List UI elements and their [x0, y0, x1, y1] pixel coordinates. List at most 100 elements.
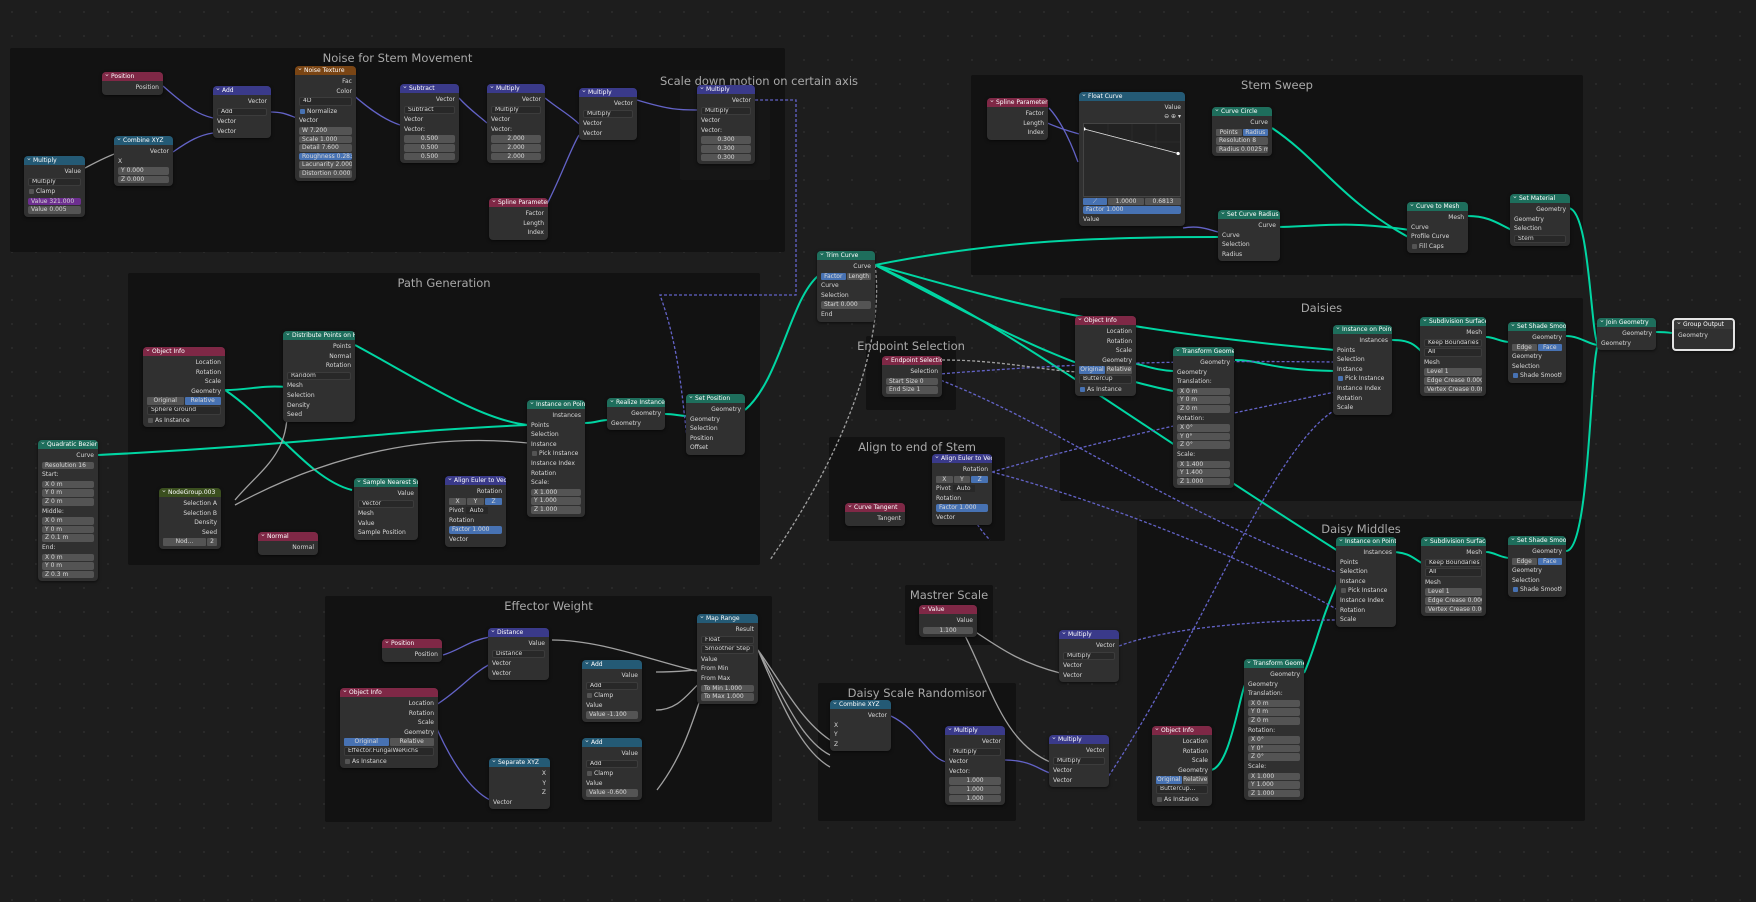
input-socket[interactable]: X [118, 157, 123, 165]
factor-button[interactable]: Factor [821, 272, 846, 281]
input-socket[interactable]: Density [287, 401, 310, 409]
input-socket[interactable]: Value [1083, 215, 1100, 223]
value-field[interactable]: Level 1 [1424, 368, 1482, 376]
input-socket[interactable]: Seed [287, 411, 302, 419]
operation-select[interactable]: Multiply [583, 109, 633, 119]
node-object-info[interactable]: Object Info Location Rotation Scale Geom… [143, 347, 225, 428]
output-socket[interactable]: Value [397, 490, 414, 497]
output-socket[interactable]: Vector [1095, 642, 1115, 649]
input-socket[interactable]: Vector [1063, 662, 1083, 670]
input-socket[interactable]: Instance Index [1337, 384, 1381, 392]
clamp-checkbox[interactable]: Clamp [28, 187, 81, 197]
output-socket[interactable]: Rotation [325, 362, 351, 370]
group-selector[interactable]: Nod...2 [163, 538, 217, 546]
node-instance-on-points[interactable]: Instance on Points Instances Points Sele… [1336, 537, 1396, 627]
output-socket[interactable]: Location [195, 359, 221, 366]
input-socket[interactable]: Vector [1063, 671, 1083, 679]
output-socket[interactable]: Factor [525, 210, 544, 217]
output-socket[interactable]: X [541, 770, 546, 777]
input-socket[interactable]: Vector [299, 117, 319, 125]
input-socket[interactable]: Instance [1340, 577, 1366, 585]
input-socket[interactable]: Profile Curve [1411, 233, 1450, 241]
value-field[interactable]: Radius 0.0025 m [1216, 145, 1268, 154]
operation-select[interactable]: Add [586, 759, 638, 769]
value-field[interactable]: X 0 m [42, 517, 94, 525]
input-socket[interactable]: Instance Index [531, 459, 575, 467]
output-socket[interactable]: Selection [910, 368, 938, 375]
node-multiply[interactable]: Multiply Value Multiply Clamp Value 321.… [24, 156, 85, 217]
output-socket[interactable]: Geometry [404, 728, 434, 736]
edge-button[interactable]: Edge [1512, 343, 1537, 352]
relative-button[interactable]: Relative [1106, 366, 1132, 374]
value-field[interactable]: Y 1.400 [1177, 469, 1230, 477]
value-field[interactable]: Z 0 m [42, 497, 94, 506]
output-socket[interactable]: Geometry [191, 387, 221, 395]
value-field[interactable]: Z 1.000 [1177, 477, 1230, 486]
value-field[interactable]: Value 321.000 [28, 197, 81, 206]
value-field[interactable]: 1.100 [923, 626, 973, 635]
node-curve-to-mesh[interactable]: Curve to Mesh Mesh Curve Profile Curve F… [1407, 202, 1468, 254]
value-field[interactable]: Resolution 8 [1216, 137, 1268, 145]
output-socket[interactable]: Instances [552, 412, 581, 419]
node-object-info[interactable]: Object Info Location Rotation Scale Geom… [340, 688, 438, 769]
node-multiply[interactable]: Multiply Vector Multiply Vector Vector [1049, 735, 1109, 788]
output-socket[interactable]: Z [541, 789, 546, 797]
output-socket[interactable]: Geometry [1622, 330, 1652, 337]
output-socket[interactable]: Value [956, 617, 973, 624]
node-value[interactable]: Value Value 1.100 [919, 605, 977, 638]
input-socket[interactable]: Position [690, 434, 714, 442]
value-field[interactable]: Y 0 m [42, 489, 94, 497]
node-normal[interactable]: Normal Normal [258, 532, 318, 555]
data-type-select[interactable]: Float [701, 635, 754, 645]
value-field[interactable]: Y 0 m [42, 562, 94, 570]
value-field[interactable]: 2.000 [491, 135, 541, 143]
input-socket[interactable]: Points [1337, 346, 1356, 354]
shade-smooth-checkbox[interactable]: Shade Smooth [1512, 371, 1562, 381]
input-socket[interactable]: Vector [492, 660, 512, 668]
input-socket[interactable]: Instance [1337, 365, 1363, 373]
input-socket[interactable]: Vector [449, 535, 469, 543]
input-socket[interactable]: Selection [287, 391, 315, 399]
value-field[interactable]: Value -0.600 [586, 789, 638, 797]
node-multiply[interactable]: Multiply Vector Multiply Vector Vector: … [487, 84, 545, 164]
axis-y[interactable]: Y [467, 497, 484, 506]
edge-button[interactable]: Edge [1512, 557, 1537, 566]
input-socket[interactable]: Y [834, 731, 838, 739]
radius-button[interactable]: Radius [1242, 128, 1268, 137]
input-socket[interactable]: Vector [493, 798, 513, 806]
input-socket[interactable]: Rotation [449, 516, 475, 524]
value-field[interactable]: Z 0 m [1177, 404, 1230, 413]
node-align-euler[interactable]: Align Euler to Vector Rotation XYZ Pivot… [445, 476, 506, 547]
axis-z[interactable]: Z [971, 475, 989, 484]
value-field[interactable]: Start 0.000 [821, 301, 871, 309]
input-socket[interactable]: Scale [1340, 616, 1357, 624]
input-socket[interactable]: Vector [949, 758, 969, 766]
input-socket[interactable]: Selection [1340, 568, 1368, 576]
node-spline-parameter[interactable]: Spline Parameter Factor Length Index [489, 198, 548, 240]
node-multiply[interactable]: Multiply Vector Multiply Vector Vector: … [945, 726, 1005, 806]
shade-smooth-checkbox[interactable]: Shade Smooth [1512, 585, 1562, 595]
value-field[interactable]: 2.000 [491, 152, 541, 161]
value-field[interactable]: X 0° [1177, 424, 1230, 432]
output-socket[interactable]: Geometry [1532, 548, 1562, 555]
output-socket[interactable]: Vector [247, 98, 267, 105]
output-socket[interactable]: Y [542, 779, 546, 787]
output-socket[interactable]: Instances [1363, 549, 1392, 556]
value-field[interactable]: 1.000 [949, 777, 1001, 785]
value-field[interactable]: 1.000 [949, 785, 1001, 794]
original-button[interactable]: Original [1079, 366, 1105, 374]
input-socket[interactable]: Mesh [1424, 358, 1440, 366]
output-socket[interactable]: Vector [613, 100, 633, 107]
output-socket[interactable]: Density [194, 519, 217, 527]
input-socket[interactable]: Vector [936, 513, 956, 521]
value-field[interactable]: Value 0.005 [28, 206, 81, 214]
operation-select[interactable]: Multiply [701, 106, 751, 116]
data-type-select[interactable]: Vector [358, 499, 414, 509]
input-socket[interactable]: Vector [217, 118, 237, 126]
